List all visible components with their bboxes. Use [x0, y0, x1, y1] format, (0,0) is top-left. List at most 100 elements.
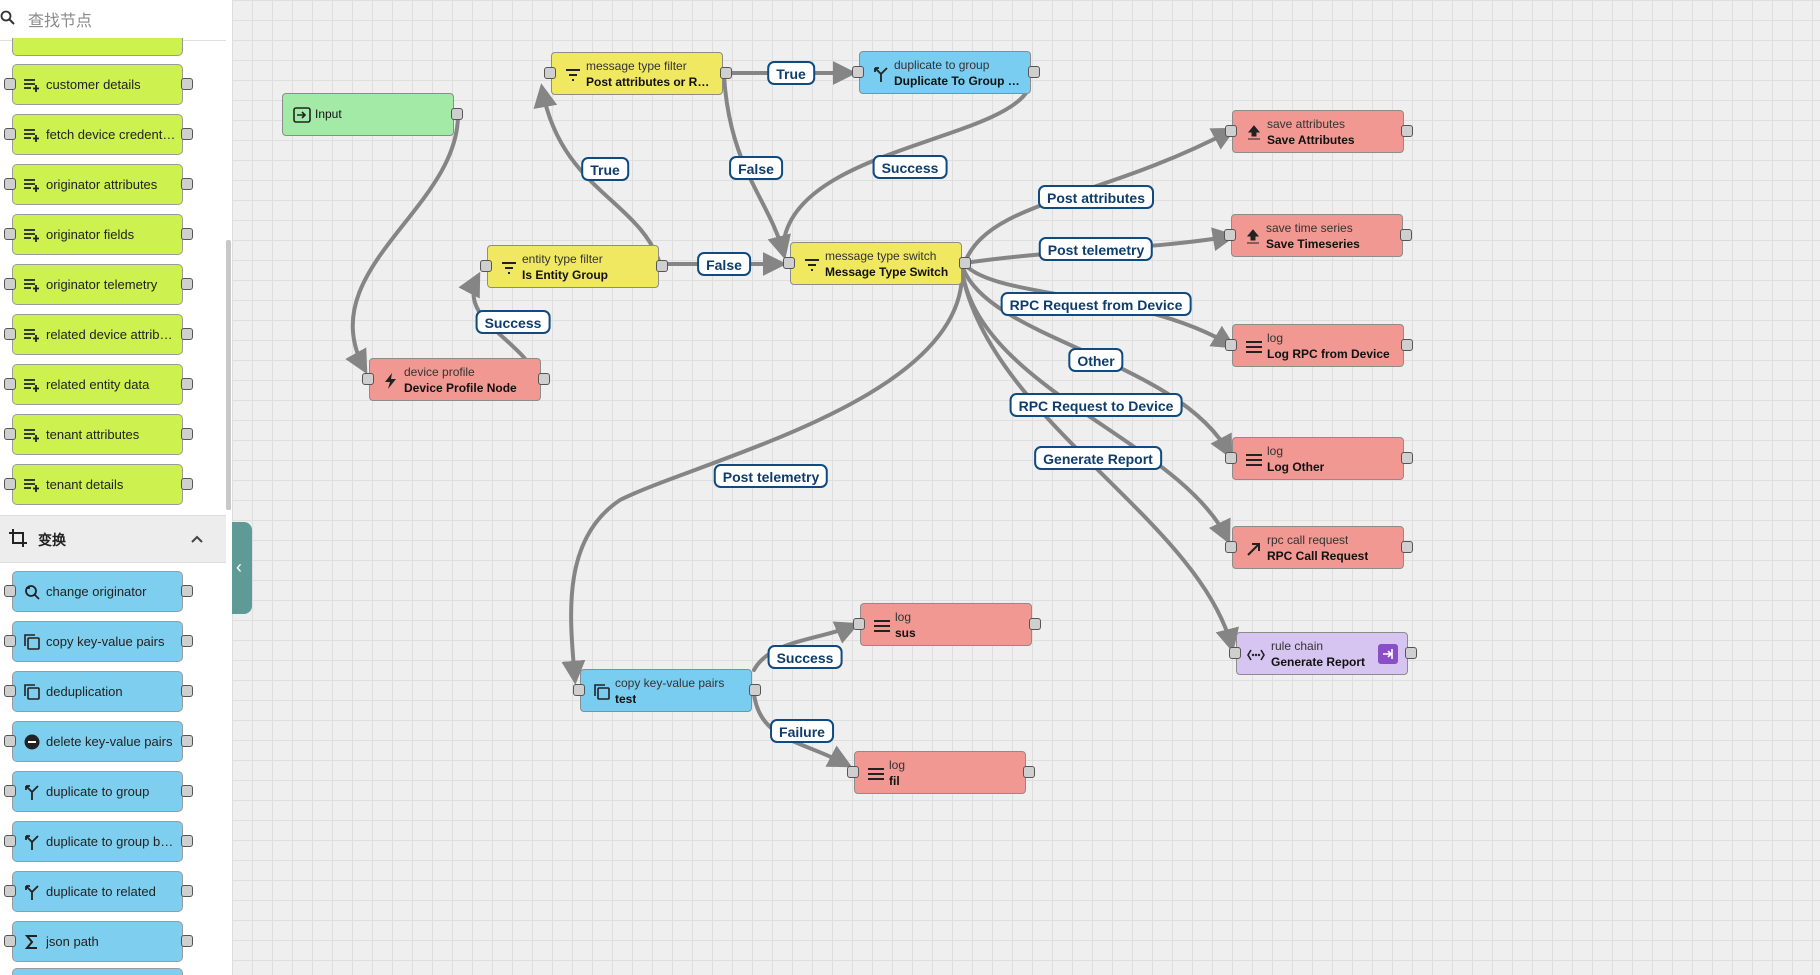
edge-label-rpc-from-device[interactable]: RPC Request from Device — [1000, 292, 1192, 316]
node-entity-type-filter[interactable]: entity type filter Is Entity Group — [480, 245, 668, 288]
node-duplicate-to-group[interactable]: duplicate to group Duplicate To Group En… — [852, 51, 1040, 94]
edge-label-generate-report[interactable]: Generate Report — [1034, 446, 1162, 470]
edge-label-rpc-to-device[interactable]: RPC Request to Device — [1009, 393, 1183, 417]
palette-node-originator-attributes[interactable]: originator attributes — [4, 164, 193, 205]
node-copy-kv-out-port[interactable] — [749, 684, 761, 696]
palette-node-change-originator[interactable]: change originator — [4, 571, 193, 612]
palette-node-duplicate-to-group[interactable]: duplicate to group — [4, 771, 193, 812]
node-save-attributes-name: Save Attributes — [1267, 133, 1355, 147]
palette-node-copy-key-value-pairs[interactable]: copy key-value pairs — [4, 621, 193, 662]
node-rule-chain[interactable]: rule chain Generate Report — [1229, 632, 1417, 675]
palette-in-port — [4, 128, 16, 140]
node-save-timeseries-out-port[interactable] — [1400, 229, 1412, 241]
node-log-other-out-port[interactable] — [1401, 452, 1413, 464]
node-rpc-call-out-port[interactable] — [1401, 541, 1413, 553]
open-rule-chain-icon[interactable] — [1377, 643, 1399, 665]
node-message-type-switch-out-port[interactable] — [959, 257, 971, 269]
edge-label-other[interactable]: Other — [1068, 348, 1124, 372]
node-device-profile[interactable]: device profile Device Profile Node — [362, 358, 550, 401]
chevron-up-icon[interactable] — [188, 530, 206, 548]
palette-node-tenant-details[interactable]: tenant details — [4, 464, 193, 505]
edge-label-false-mid[interactable]: False — [697, 252, 751, 276]
palette-node-partial[interactable] — [12, 968, 183, 975]
node-log-sus-in-port[interactable] — [853, 618, 865, 630]
palette-node-related-device-attributes[interactable]: related device attributes — [4, 314, 193, 355]
palette-node-json-path[interactable]: json path — [4, 921, 193, 962]
node-copy-kv-in-port[interactable] — [573, 684, 585, 696]
palette-node-duplicate-to-related[interactable]: duplicate to related — [4, 871, 193, 912]
node-save-attributes-in-port[interactable] — [1225, 125, 1237, 137]
node-log-other[interactable]: log Log Other — [1225, 437, 1413, 480]
palette-node-originator-fields[interactable]: originator fields — [4, 214, 193, 255]
palette-out-port — [181, 328, 193, 340]
edge-label-true-left[interactable]: True — [581, 157, 629, 181]
list-icon — [1246, 454, 1262, 466]
node-message-type-filter-in-port[interactable] — [544, 67, 556, 79]
palette-node-duplicate-to-group-by-type[interactable]: duplicate to group by type — [4, 821, 193, 862]
node-copy-key-value-pairs[interactable]: copy key-value pairs test — [573, 669, 761, 712]
node-log-other-in-port[interactable] — [1225, 452, 1237, 464]
edge-label-true-top[interactable]: True — [767, 61, 815, 85]
palette-node-deduplication[interactable]: deduplication — [4, 671, 193, 712]
transform-group-header[interactable]: 变换 — [0, 515, 226, 563]
node-log-fil-in-port[interactable] — [847, 766, 859, 778]
edge-label-false-top[interactable]: False — [729, 156, 783, 180]
node-entity-type-filter-in-port[interactable] — [480, 260, 492, 272]
node-message-type-switch-in-port[interactable] — [783, 257, 795, 269]
node-duplicate-to-group-out-port[interactable] — [1028, 66, 1040, 78]
node-device-profile-in-port[interactable] — [362, 373, 374, 385]
node-save-attributes-out-port[interactable] — [1401, 125, 1413, 137]
node-log-other-name: Log Other — [1267, 460, 1325, 474]
collapse-sidebar-button[interactable]: ‹ — [232, 522, 252, 614]
node-message-type-filter[interactable]: message type filter Post attributes or R… — [544, 52, 732, 95]
node-rpc-call-in-port[interactable] — [1225, 541, 1237, 553]
node-rule-chain-in-port[interactable] — [1229, 647, 1241, 659]
edge-label-success-copy[interactable]: Success — [767, 645, 843, 669]
palette-node-originator-telemetry[interactable]: originator telemetry — [4, 264, 193, 305]
palette-in-port — [4, 328, 16, 340]
palette-out-port — [181, 635, 193, 647]
node-input-out-port[interactable] — [451, 108, 463, 120]
enrich-icon — [24, 179, 39, 192]
edge-label-post-telemetry-right[interactable]: Post telemetry — [1038, 237, 1154, 261]
node-rule-chain-type: rule chain — [1271, 639, 1324, 653]
sidebar-scrollbar[interactable] — [226, 240, 231, 510]
node-log-rpc-out-port[interactable] — [1401, 339, 1413, 351]
node-entity-type-filter-out-port[interactable] — [656, 260, 668, 272]
node-duplicate-to-group-in-port[interactable] — [852, 66, 864, 78]
edge-label-failure-copy[interactable]: Failure — [770, 719, 834, 743]
search-input[interactable] — [26, 8, 220, 36]
node-input[interactable]: Input — [282, 93, 463, 136]
node-log-fil-out-port[interactable] — [1023, 766, 1035, 778]
edge-label-success-profile[interactable]: Success — [475, 310, 551, 334]
palette-node-customer-details[interactable]: customer details — [4, 64, 193, 105]
enrichment-node-partial[interactable] — [12, 38, 183, 56]
rule-chain-canvas[interactable] — [232, 0, 1820, 975]
node-log-rpc-in-port[interactable] — [1225, 339, 1237, 351]
node-save-attributes[interactable]: save attributes Save Attributes — [1225, 110, 1413, 153]
sigma-icon — [24, 935, 37, 949]
palette-in-port — [4, 478, 16, 490]
node-log-fil[interactable]: log fil — [847, 751, 1035, 794]
edge-label-post-attributes[interactable]: Post attributes — [1037, 185, 1155, 209]
palette-node-tenant-attributes[interactable]: tenant attributes — [4, 414, 193, 455]
node-message-type-filter-out-port[interactable] — [720, 67, 732, 79]
palette-node-delete-key-value-pairs[interactable]: delete key-value pairs — [4, 721, 193, 762]
node-log-sus-out-port[interactable] — [1029, 618, 1041, 630]
edge-label-post-telemetry-copy[interactable]: Post telemetry — [713, 464, 829, 488]
node-log-sus[interactable]: log sus — [853, 603, 1041, 646]
node-rpc-call-request[interactable]: rpc call request RPC Call Request — [1225, 526, 1413, 569]
palette-in-port — [4, 378, 16, 390]
node-device-profile-out-port[interactable] — [538, 373, 550, 385]
enrich-icon — [24, 79, 39, 92]
node-message-type-switch[interactable]: message type switch Message Type Switch — [783, 242, 971, 285]
node-log-rpc-from-device[interactable]: log Log RPC from Device — [1225, 324, 1413, 367]
node-save-timeseries[interactable]: save time series Save Timeseries — [1224, 214, 1412, 257]
palette-node-label: customer details — [46, 77, 141, 92]
palette-node-fetch-device-credentials[interactable]: fetch device credentials — [4, 114, 193, 155]
palette-node-related-entity-data[interactable]: related entity data — [4, 364, 193, 405]
edge-label-success-duplicate[interactable]: Success — [872, 155, 948, 179]
node-save-timeseries-in-port[interactable] — [1224, 229, 1236, 241]
node-rule-chain-out-port[interactable] — [1405, 647, 1417, 659]
palette-out-port — [181, 428, 193, 440]
